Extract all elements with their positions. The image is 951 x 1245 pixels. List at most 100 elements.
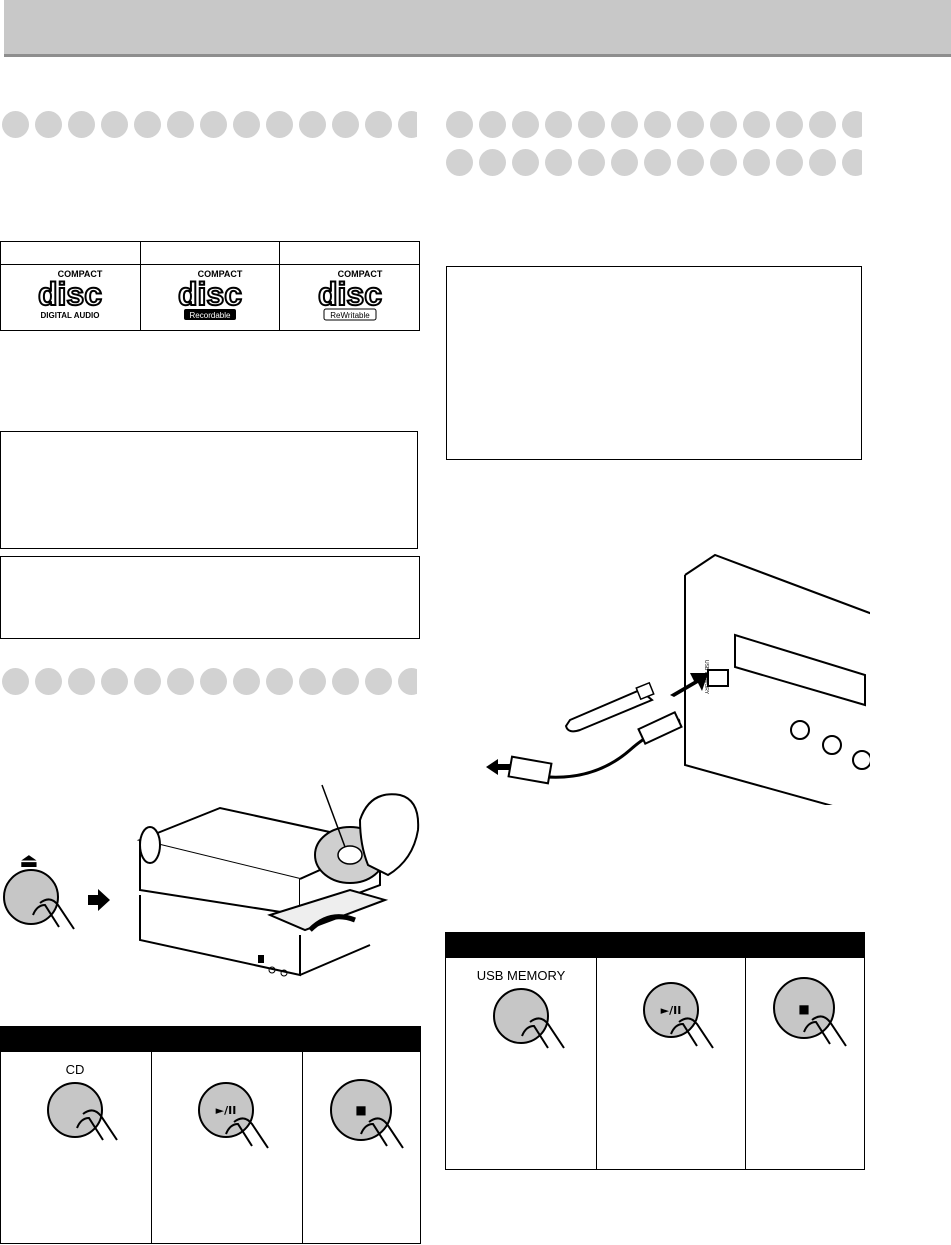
title-dot xyxy=(200,111,227,138)
usb-play-pause-button-cell: ►/II xyxy=(596,957,746,1170)
title-dot xyxy=(743,111,770,138)
disc-logo-cell: COMPACT disc DIGITAL AUDIO xyxy=(0,264,141,331)
arrow-icon xyxy=(88,889,110,911)
title-dot xyxy=(200,668,227,695)
title-dot xyxy=(776,149,803,176)
title-dot xyxy=(578,149,605,176)
stop-icon: ■ xyxy=(355,1103,366,1117)
title-dot xyxy=(842,111,862,138)
usb-memory-stick-graphic xyxy=(564,688,654,733)
title-dot xyxy=(809,149,836,176)
title-dot xyxy=(644,149,671,176)
usb-stop-button-cell: ■ xyxy=(745,957,865,1170)
title-dot xyxy=(677,149,704,176)
section-title-dots-usb-1 xyxy=(446,111,862,138)
title-dot xyxy=(710,111,737,138)
title-dot xyxy=(35,111,62,138)
title-dot xyxy=(68,668,95,695)
play-pause-icon: ►/II xyxy=(216,1104,237,1117)
title-dot xyxy=(233,111,260,138)
cd-button-graphic[interactable]: CD xyxy=(1,1052,151,1162)
title-dot xyxy=(2,668,29,695)
stop-button-cell: ■ xyxy=(302,1051,421,1244)
title-dot xyxy=(299,668,326,695)
svg-text:disc: disc xyxy=(178,276,242,312)
note-box-usb xyxy=(446,266,862,460)
title-dot xyxy=(776,111,803,138)
svg-text:Recordable: Recordable xyxy=(190,311,231,320)
usb-port-graphic xyxy=(707,669,729,687)
usb-memory-button-graphic[interactable]: USB MEMORY xyxy=(446,958,596,1068)
svg-text:disc: disc xyxy=(318,276,382,312)
title-dot xyxy=(266,668,293,695)
usb-play-pause-button-graphic[interactable]: ►/II xyxy=(597,958,745,1068)
svg-text:DIGITAL AUDIO: DIGITAL AUDIO xyxy=(41,311,100,320)
svg-text:ReWritable: ReWritable xyxy=(330,311,370,320)
title-dot xyxy=(611,111,638,138)
compact-disc-digital-audio-logo: COMPACT disc DIGITAL AUDIO xyxy=(37,269,103,320)
title-dot xyxy=(35,668,62,695)
compact-disc-rewritable-logo: COMPACT disc ReWritable xyxy=(317,269,383,321)
title-dot xyxy=(167,668,194,695)
disc-logo-cell: COMPACT disc ReWritable xyxy=(279,264,420,331)
title-dot xyxy=(479,149,506,176)
svg-text:COMPACT: COMPACT xyxy=(198,269,243,279)
title-dot xyxy=(68,111,95,138)
title-dot xyxy=(512,149,539,176)
title-dot xyxy=(101,111,128,138)
title-dot xyxy=(398,668,417,695)
title-dot xyxy=(167,111,194,138)
svg-text:USB MEMORY: USB MEMORY xyxy=(477,968,566,983)
disc-logo-cell: COMPACT disc Recordable xyxy=(139,264,281,331)
title-dot xyxy=(266,111,293,138)
title-dot xyxy=(134,668,161,695)
usb-connection-illustration: USB MEMORY xyxy=(486,553,870,805)
title-dot xyxy=(578,111,605,138)
out-arrow-icon xyxy=(486,759,510,775)
title-dot xyxy=(299,111,326,138)
title-dot xyxy=(842,149,862,176)
svg-text:COMPACT: COMPACT xyxy=(337,269,382,279)
title-dot xyxy=(611,149,638,176)
title-dot xyxy=(545,149,572,176)
title-dot xyxy=(710,149,737,176)
title-dot xyxy=(365,111,392,138)
title-dot xyxy=(479,111,506,138)
note-box-1 xyxy=(0,431,418,549)
hand-graphic xyxy=(358,793,420,877)
section-title-dots-play xyxy=(2,668,417,695)
page-header-bar xyxy=(4,0,951,57)
title-dot xyxy=(446,149,473,176)
cd-button-cell: CD xyxy=(0,1051,152,1244)
title-dot xyxy=(2,111,29,138)
play-pause-icon: ►/II xyxy=(661,1004,682,1017)
eject-icon: ⏏ xyxy=(20,848,39,872)
svg-text:COMPACT: COMPACT xyxy=(58,269,103,279)
title-dot xyxy=(446,111,473,138)
title-dot xyxy=(545,111,572,138)
title-dot xyxy=(332,668,359,695)
play-pause-button-cell: ►/II xyxy=(151,1051,303,1244)
svg-text:disc: disc xyxy=(38,276,102,312)
title-dot xyxy=(644,111,671,138)
usb-memory-button-cell: USB MEMORY xyxy=(445,957,597,1170)
section-title-dots-cd xyxy=(2,111,417,138)
title-dot xyxy=(101,668,128,695)
title-dot xyxy=(332,111,359,138)
cd-loading-illustration: ⏏ xyxy=(3,784,420,977)
eject-button-graphic xyxy=(3,869,59,925)
cd-button-table: CD ►/II ■ xyxy=(0,1026,421,1244)
title-dot xyxy=(398,111,417,138)
disc-logo-table: COMPACT disc DIGITAL AUDIO COMPACT disc … xyxy=(0,241,420,331)
title-dot xyxy=(809,111,836,138)
usb-button-table: USB MEMORY ►/II ■ xyxy=(445,932,865,1170)
title-dot xyxy=(134,111,161,138)
play-pause-button-graphic[interactable]: ►/II xyxy=(152,1052,302,1162)
title-dot xyxy=(677,111,704,138)
insert-arrow-icon xyxy=(670,673,708,697)
usb-stop-button-graphic[interactable]: ■ xyxy=(746,958,864,1068)
stop-button-graphic[interactable]: ■ xyxy=(303,1052,420,1162)
title-dot xyxy=(233,668,260,695)
svg-text:CD: CD xyxy=(66,1062,85,1077)
title-dot xyxy=(743,149,770,176)
